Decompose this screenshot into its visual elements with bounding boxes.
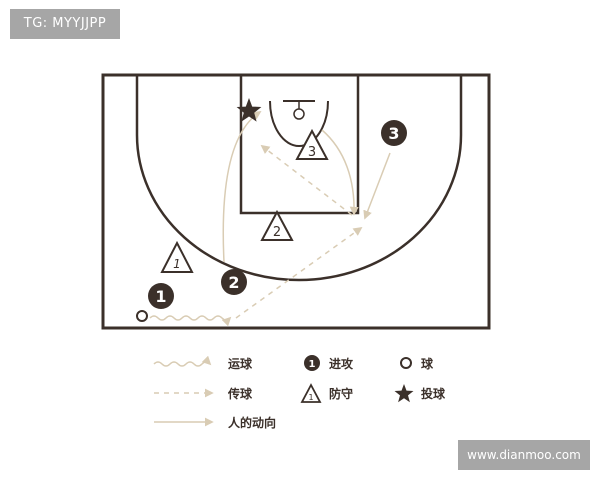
pass-path-b — [260, 144, 353, 216]
half-court — [101, 73, 491, 330]
legend-dribble-label: 运球 — [228, 356, 253, 371]
hoop — [293, 108, 305, 120]
defense-player-3: 3 — [295, 128, 329, 160]
three-point-line — [135, 75, 463, 282]
legend-movement-label: 人的动向 — [228, 415, 276, 430]
defense-player-1: 1 — [160, 240, 194, 273]
legend-pass-label: 传球 — [227, 386, 253, 401]
legend-dribble-swatch — [153, 355, 212, 367]
offense-player-1-label: 1 — [155, 287, 166, 306]
offense-player-2-label: 2 — [228, 273, 239, 292]
pass-paths — [235, 144, 363, 319]
legend-offense-label: 进攻 — [329, 356, 354, 371]
offense-player-2: 2 — [221, 269, 247, 295]
legend-shot: 投球 — [394, 384, 446, 403]
pass-path-a — [235, 226, 363, 319]
dribble-path — [149, 315, 232, 327]
legend-ball-icon — [400, 357, 412, 369]
legend-defense-num: 1 — [308, 393, 313, 402]
offense-player-1: 1 — [148, 283, 174, 309]
offense-player-3-label: 3 — [388, 124, 399, 143]
legend-shot-label: 投球 — [421, 386, 446, 401]
legend-ball-label: 球 — [421, 356, 434, 371]
legend: 运球 1 进攻 球 传球 1 防守 投球 人的动向 — [153, 355, 446, 430]
defense-player-3-label: 3 — [308, 145, 316, 160]
defense-player-2: 2 — [260, 209, 294, 241]
movement-paths — [222, 111, 391, 263]
defense-player-1-label: 1 — [173, 257, 181, 271]
legend-offense: 1 进攻 — [304, 355, 354, 371]
legend-dribble: 运球 — [153, 355, 253, 371]
legend-movement: 人的动向 — [154, 415, 276, 430]
shot-star-icon — [236, 98, 262, 122]
legend-defense-label: 防守 — [329, 386, 353, 401]
restricted-arc — [269, 100, 329, 147]
legend-pass: 传球 — [154, 386, 253, 401]
watermark-bottom: www.dianmoo.com — [458, 440, 590, 470]
movement-path-3-defender — [321, 129, 359, 216]
ball-icon — [136, 310, 148, 322]
offense-player-3: 3 — [381, 120, 407, 146]
legend-offense-num: 1 — [309, 359, 316, 370]
legend-ball: 球 — [400, 356, 434, 371]
defense-player-2-label: 2 — [273, 225, 281, 240]
movement-path-3 — [363, 152, 391, 220]
legend-shot-star-icon — [394, 384, 414, 403]
movement-path-2 — [222, 111, 262, 263]
free-throw-lane — [239, 73, 360, 215]
legend-defense: 1 防守 — [300, 383, 353, 403]
watermark-top: TG: MYYJJPP — [10, 9, 120, 39]
